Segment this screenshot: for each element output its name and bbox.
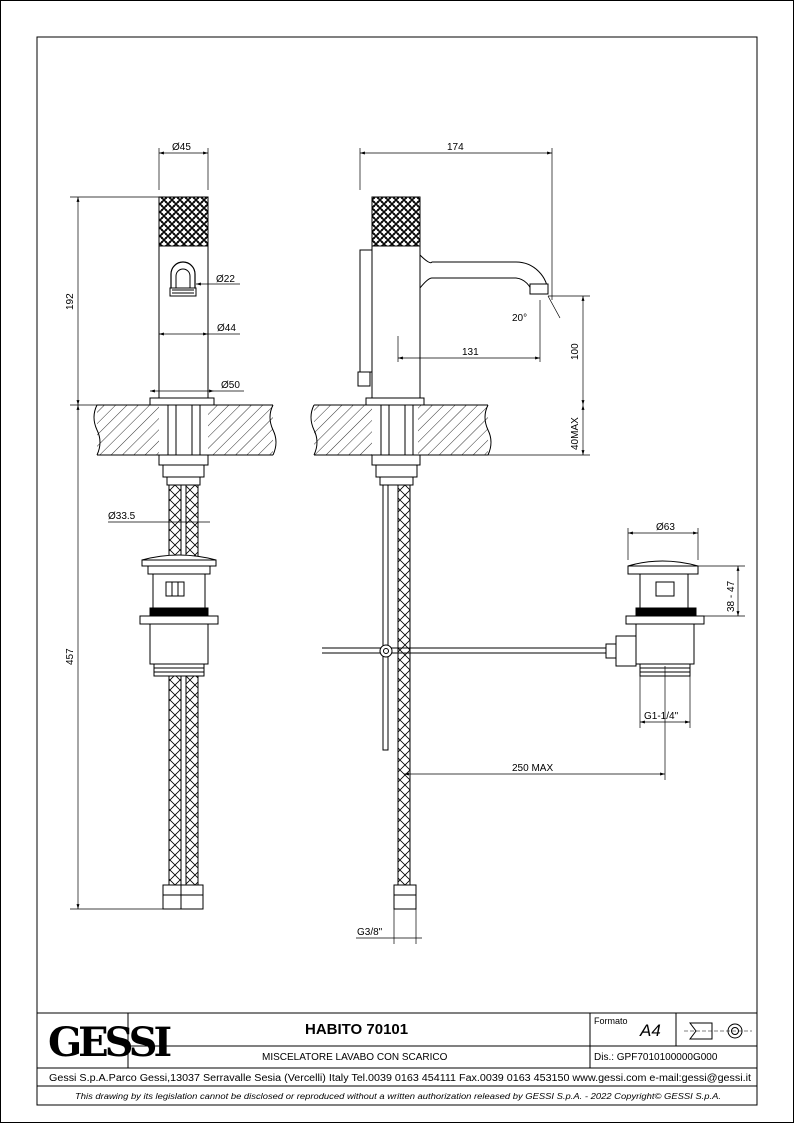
dim-width-174: 174 bbox=[447, 142, 464, 153]
dim-width-131: 131 bbox=[462, 347, 479, 358]
dim-height-40max: 40MAX bbox=[570, 417, 581, 450]
dim-diameter-45: Ø45 bbox=[172, 142, 191, 153]
projection-symbol-icon bbox=[684, 1022, 752, 1040]
dim-height-100: 100 bbox=[570, 343, 581, 360]
dim-height-38-47: 38 - 47 bbox=[726, 580, 737, 612]
countertop-right bbox=[310, 404, 492, 456]
dim-angle-20: 20° bbox=[512, 313, 527, 324]
dim-length-250max: 250 MAX bbox=[512, 763, 553, 774]
format-label: Formato bbox=[594, 1016, 628, 1026]
dim-diameter-22: Ø22 bbox=[216, 274, 235, 285]
product-subtitle: MISCELATORE LAVABO CON SCARICO bbox=[262, 1052, 448, 1063]
dim-diameter-33-5: Ø33.5 bbox=[108, 511, 136, 522]
countertop-left bbox=[93, 404, 277, 456]
dim-diameter-50: Ø50 bbox=[221, 380, 240, 391]
faucet-side-view bbox=[322, 196, 610, 910]
dim-height-192: 192 bbox=[65, 293, 76, 310]
drawing-frame bbox=[36, 36, 758, 1106]
drawing-number: Dis.: GPF7010100000G000 bbox=[594, 1052, 718, 1063]
dim-thread-g1-1-4: G1-1/4" bbox=[644, 711, 679, 722]
title-block bbox=[37, 1012, 757, 1087]
company-address: Gessi S.p.A.Parco Gessi,13037 Serravalle… bbox=[49, 1073, 751, 1084]
product-title: HABITO 70101 bbox=[305, 1021, 408, 1038]
copyright-disclaimer: This drawing by its legislation cannot b… bbox=[75, 1092, 721, 1101]
gessi-logo: GESSI bbox=[48, 1019, 171, 1066]
dim-thread-g3-8: G3/8" bbox=[357, 927, 383, 938]
dim-diameter-44: Ø44 bbox=[217, 323, 236, 334]
dim-diameter-63: Ø63 bbox=[656, 522, 675, 533]
format-value: A4 bbox=[639, 1021, 661, 1040]
faucet-front-view bbox=[139, 196, 219, 910]
waste-side-view bbox=[605, 560, 705, 677]
dim-height-457: 457 bbox=[65, 648, 76, 665]
